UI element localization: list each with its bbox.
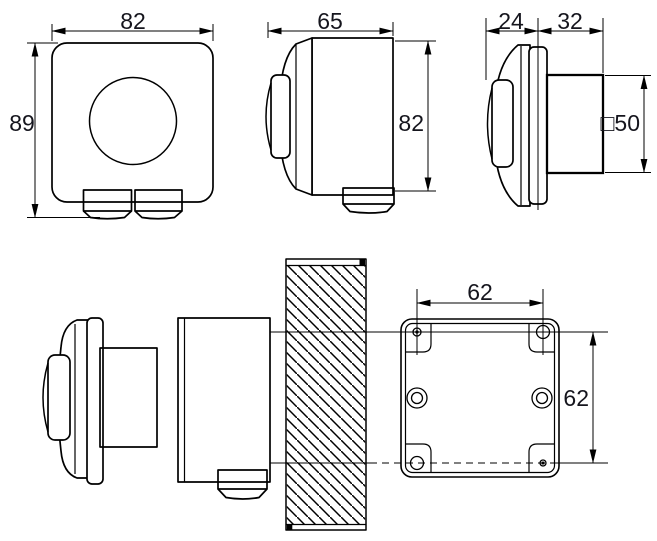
dim-hole-spacing-vertical: 62 xyxy=(563,331,597,464)
flush-knob xyxy=(491,79,514,168)
flush-box-square-label: □50 xyxy=(601,110,640,136)
wall-bottom-band-mark xyxy=(286,524,293,531)
front-dial xyxy=(88,76,178,166)
dim-front-width: 82 xyxy=(51,8,214,41)
head-insert-box xyxy=(99,347,158,448)
front-width-label: 82 xyxy=(120,8,146,34)
plate-inner xyxy=(404,322,556,474)
front-view: 82 89 xyxy=(9,8,214,220)
flush-knob-dome xyxy=(486,87,493,160)
flush-front-depth-label: 24 xyxy=(498,8,524,34)
dim-flush-depths: 24 32 xyxy=(485,8,604,210)
mounting-plate xyxy=(400,318,560,478)
side-knob-dome xyxy=(265,82,272,151)
side-depth-label: 65 xyxy=(317,8,343,34)
device-head-assembly xyxy=(42,317,158,485)
wall-hatch xyxy=(286,266,366,524)
flush-box xyxy=(545,73,605,175)
head-knob xyxy=(47,354,71,441)
plate-corner-pockets xyxy=(405,323,555,473)
front-body xyxy=(51,42,214,203)
dim-hole-spacing-horizontal: 62 xyxy=(416,279,544,355)
dim-side-height: 82 xyxy=(395,40,436,192)
surface-housing xyxy=(177,317,271,500)
head-knob-dome xyxy=(42,362,49,433)
side-body xyxy=(311,37,394,196)
head-faceplate xyxy=(86,317,104,485)
front-height-label: 89 xyxy=(9,110,35,136)
flush-recess-depth-label: 32 xyxy=(557,8,583,34)
side-view: 65 82 xyxy=(265,8,436,214)
front-cable-glands xyxy=(82,189,183,220)
housing-body xyxy=(177,317,271,483)
flush-side-view: 24 32 □50 xyxy=(485,8,651,210)
side-cable-gland xyxy=(342,187,395,214)
dim-side-depth: 65 xyxy=(267,8,394,38)
side-knob xyxy=(270,74,291,159)
wall-section xyxy=(285,258,367,531)
housing-cable-gland xyxy=(217,469,268,500)
projection-lines xyxy=(270,331,608,464)
side-height-label: 82 xyxy=(398,110,424,136)
dim-flush-box-square: □50 xyxy=(601,75,651,173)
hole-spacing-vertical-label: 62 xyxy=(563,385,589,411)
wall-top-band-mark xyxy=(359,259,365,265)
hole-spacing-horizontal-label: 62 xyxy=(467,279,493,305)
plate-outer xyxy=(400,318,560,478)
exploded-mounting-view: 62 62 xyxy=(42,258,608,531)
dim-front-height: 89 xyxy=(9,42,100,218)
